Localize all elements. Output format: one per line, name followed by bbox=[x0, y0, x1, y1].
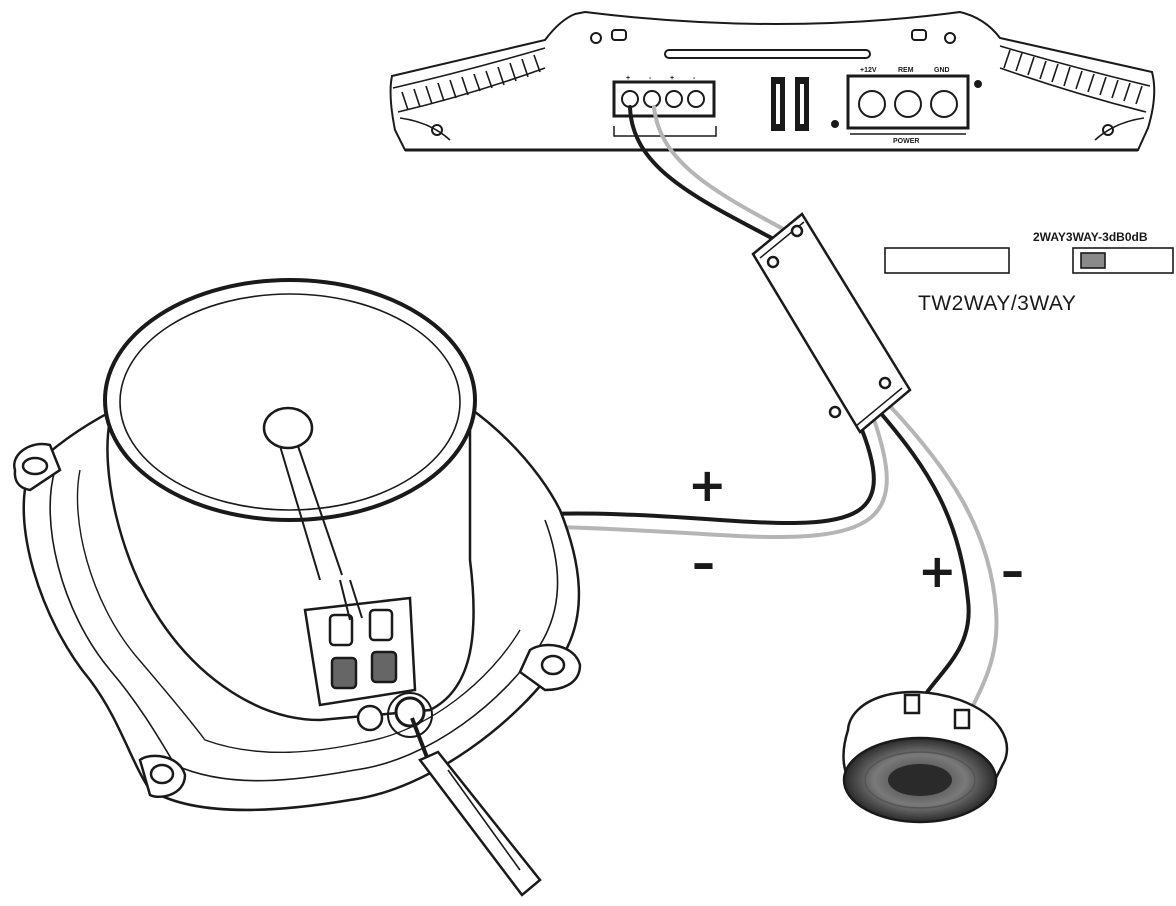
amp-power-label: +12V bbox=[860, 67, 877, 74]
amp-screw bbox=[590, 32, 602, 44]
screwdriver bbox=[410, 717, 542, 897]
crossover-screw bbox=[766, 255, 780, 269]
amp-terminal-label: - bbox=[649, 75, 652, 82]
amp-fuse-block bbox=[771, 77, 809, 131]
crossover-screw bbox=[878, 376, 892, 390]
crossover-box bbox=[751, 212, 912, 434]
switch-options-label: 2WAY3WAY-3dB0dB bbox=[1033, 230, 1148, 244]
amp-power-terminal-block bbox=[831, 74, 982, 135]
tweeter-minus-label: – bbox=[1001, 544, 1024, 598]
amplifier bbox=[389, 10, 1156, 152]
amp-power-label: GND bbox=[934, 67, 950, 74]
switch-blank bbox=[884, 247, 1010, 274]
crossover-screw bbox=[828, 405, 842, 419]
heatsink-left bbox=[392, 47, 546, 141]
crossover-screw bbox=[790, 224, 804, 238]
woofer-vent-hole bbox=[262, 406, 314, 450]
amp-screw bbox=[944, 32, 956, 44]
amp-power-label: REM bbox=[898, 67, 914, 74]
amp-terminal-label: + bbox=[670, 75, 674, 82]
heatsink-right bbox=[999, 45, 1151, 141]
tweeter bbox=[842, 690, 1009, 824]
woofer-plus-label: + bbox=[688, 458, 727, 512]
wire-amp-crossover-light bbox=[652, 105, 802, 240]
amp-terminal-label: + bbox=[626, 75, 630, 82]
woofer-minus-label: – bbox=[692, 536, 715, 590]
woofer-mount-ear bbox=[138, 754, 187, 799]
woofer-magnet-top bbox=[103, 278, 477, 522]
wire-amp-crossover-dark bbox=[628, 105, 787, 247]
woofer-terminal-block bbox=[303, 579, 417, 707]
wire-tweeter-light bbox=[886, 402, 999, 724]
woofer-mount-ear bbox=[13, 442, 62, 492]
woofer-mount-ear bbox=[518, 643, 582, 692]
switch-name-label: TW2WAY/3WAY bbox=[918, 292, 1077, 315]
amp-power-caption: POWER bbox=[893, 138, 919, 145]
amp-vent-slot bbox=[664, 49, 871, 59]
wire-tweeter-dark bbox=[876, 408, 971, 707]
switch-slider-knob bbox=[1080, 252, 1106, 269]
switch-panel bbox=[884, 247, 1174, 274]
tweeter-plus-label: + bbox=[918, 544, 957, 598]
woofer-highlight-ring bbox=[387, 692, 433, 738]
woofer-speaker bbox=[13, 278, 582, 812]
amp-terminal-label: - bbox=[693, 75, 696, 82]
